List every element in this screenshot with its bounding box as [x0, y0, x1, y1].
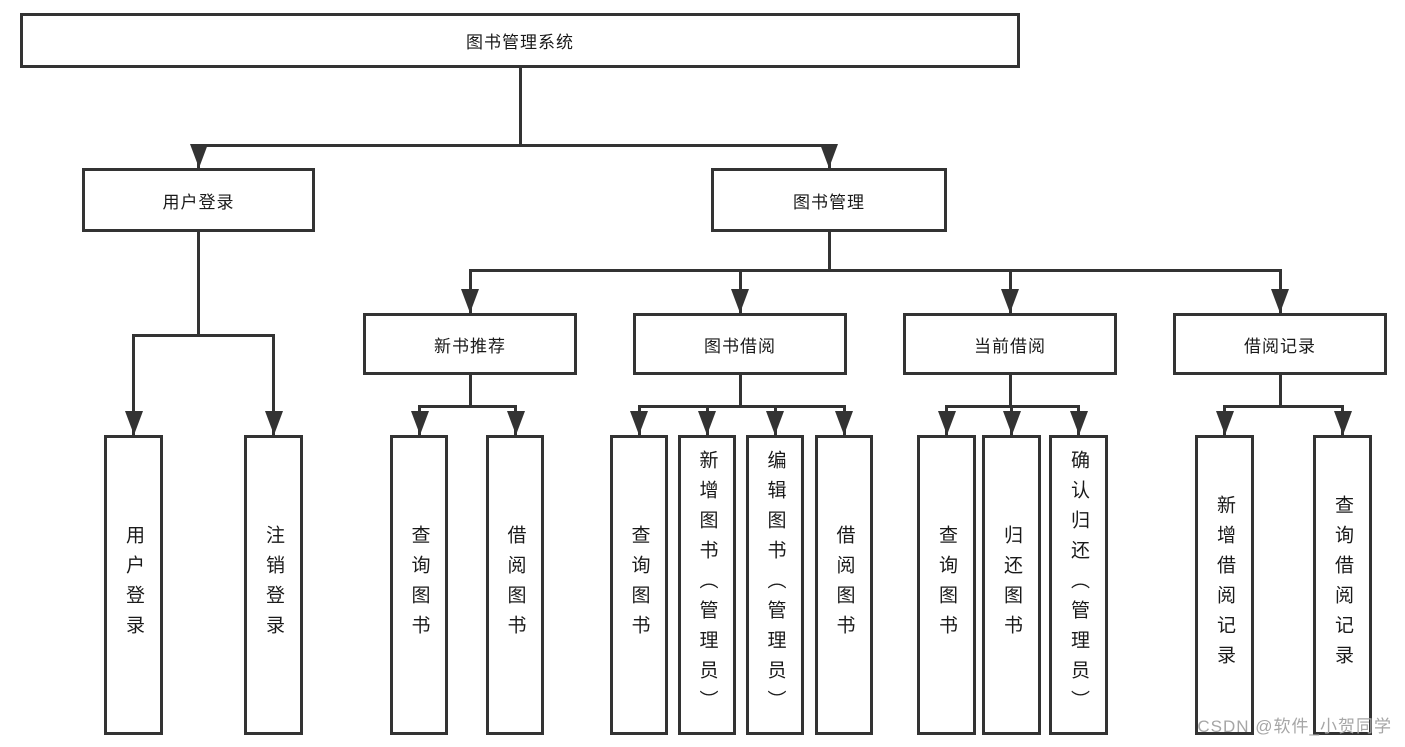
connector-book-mgmt-rail: [468, 269, 1282, 272]
leaf-confirm-return-admin-label: 确认归还（管理员）: [1068, 450, 1089, 720]
arrowhead-icon: [1001, 269, 1019, 313]
connector-root-rail: [197, 144, 831, 147]
leaf-query-books-3: 查询图书: [917, 435, 976, 735]
arrowhead-icon: [1215, 405, 1234, 435]
leaf-query-books-2-label: 查询图书: [628, 525, 650, 645]
node-library-system-label: 图书管理系统: [466, 33, 574, 52]
connector-group2-rail: [637, 405, 846, 408]
arrowhead-icon: [1271, 269, 1289, 313]
connector-book-mgmt-stem: [827, 232, 831, 272]
node-user-login: 用户登录: [82, 168, 315, 232]
csdn-watermark: CSDN @软件_小贺同学: [1197, 717, 1392, 736]
leaf-edit-books-admin: 编辑图书（管理员）: [746, 435, 804, 735]
leaf-borrow-books-1: 借阅图书: [486, 435, 544, 735]
leaf-query-borrow-record-label: 查询借阅记录: [1332, 495, 1353, 675]
leaf-confirm-return-admin: 确认归还（管理员）: [1049, 435, 1108, 735]
leaf-add-borrow-record-label: 新增借阅记录: [1214, 495, 1235, 675]
leaf-edit-books-admin-label: 编辑图书（管理员）: [764, 450, 786, 720]
node-current-borrow: 当前借阅: [903, 313, 1117, 375]
leaf-logout-label: 注销登录: [263, 525, 284, 645]
leaf-user-login-label: 用户登录: [123, 525, 144, 645]
connector-group4-stem: [1278, 375, 1282, 408]
connector-group1-stem: [468, 375, 472, 408]
connector-group3-stem: [1008, 375, 1012, 408]
node-library-system: 图书管理系统: [20, 13, 1020, 68]
node-new-book-recommend: 新书推荐: [363, 313, 577, 375]
leaf-query-books-1-label: 查询图书: [408, 525, 430, 645]
node-borrow-records: 借阅记录: [1173, 313, 1387, 375]
leaf-query-books-2: 查询图书: [610, 435, 668, 735]
arrowhead-icon: [124, 334, 143, 435]
arrowhead-icon: [506, 405, 525, 435]
leaf-query-borrow-record: 查询借阅记录: [1313, 435, 1372, 735]
connector-user-login-rail: [132, 334, 275, 337]
node-book-management: 图书管理: [711, 168, 947, 232]
arrowhead-icon: [461, 269, 479, 313]
arrowhead-icon: [410, 405, 429, 435]
leaf-return-books-label: 归还图书: [1001, 525, 1022, 645]
leaf-borrow-books-2: 借阅图书: [815, 435, 873, 735]
connector-user-login-stem: [197, 232, 200, 337]
connector-group4-rail: [1223, 405, 1344, 408]
connector-group2-stem: [738, 375, 742, 408]
leaf-user-login: 用户登录: [104, 435, 163, 735]
leaf-add-books-admin-label: 新增图书（管理员）: [696, 450, 718, 720]
arrowhead-icon: [937, 405, 956, 435]
node-new-book-recommend-label: 新书推荐: [434, 336, 506, 356]
node-book-management-label: 图书管理: [793, 192, 865, 212]
arrowhead-icon: [264, 334, 283, 435]
node-borrow-records-label: 借阅记录: [1244, 336, 1316, 356]
arrowhead-icon: [766, 405, 784, 435]
leaf-borrow-books-2-label: 借阅图书: [833, 525, 855, 645]
arrowhead-icon: [189, 144, 208, 168]
arrowhead-icon: [835, 405, 853, 435]
arrowhead-icon: [698, 405, 716, 435]
arrowhead-icon: [1069, 405, 1088, 435]
leaf-add-books-admin: 新增图书（管理员）: [678, 435, 736, 735]
leaf-borrow-books-1-label: 借阅图书: [504, 525, 526, 645]
leaf-query-books-3-label: 查询图书: [936, 525, 957, 645]
arrowhead-icon: [1002, 405, 1021, 435]
leaf-query-books-1: 查询图书: [390, 435, 448, 735]
node-current-borrow-label: 当前借阅: [974, 336, 1046, 356]
arrowhead-icon: [630, 405, 648, 435]
node-user-login-label: 用户登录: [162, 192, 235, 212]
connector-root-stem: [518, 68, 522, 147]
node-book-borrow-label: 图书借阅: [704, 336, 776, 356]
connector-group1-rail: [418, 405, 517, 408]
leaf-return-books: 归还图书: [982, 435, 1041, 735]
leaf-add-borrow-record: 新增借阅记录: [1195, 435, 1254, 735]
leaf-logout: 注销登录: [244, 435, 303, 735]
node-book-borrow: 图书借阅: [633, 313, 847, 375]
arrowhead-icon: [820, 144, 838, 168]
arrowhead-icon: [731, 269, 749, 313]
arrowhead-icon: [1333, 405, 1352, 435]
